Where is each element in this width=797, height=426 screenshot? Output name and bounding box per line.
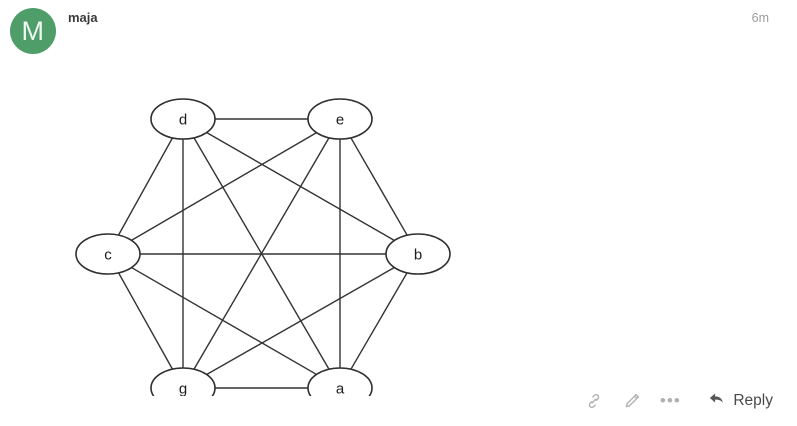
avatar[interactable]: M	[10, 8, 56, 54]
graph-node-label-a: a	[336, 381, 345, 397]
graph-node-layer: d e c b g a	[75, 98, 451, 397]
graph-node-a[interactable]: a	[307, 367, 373, 397]
more-button[interactable]: •••	[653, 386, 687, 416]
graph-node-shape-d	[150, 98, 216, 140]
graph-svg: d e c b g a	[75, 98, 451, 397]
graph-edge-layer	[117, 118, 408, 389]
graph-node-label-b: b	[414, 247, 422, 264]
graph-node-shape-b	[385, 233, 451, 275]
author-name[interactable]: maja	[68, 10, 98, 25]
graph-node-b[interactable]: b	[385, 233, 451, 275]
graph-edge-e-c	[131, 132, 317, 241]
reply-arrow-icon	[707, 390, 726, 412]
graph-node-label-g: g	[179, 381, 187, 397]
reply-label: Reply	[733, 392, 773, 409]
link-button[interactable]	[577, 386, 611, 416]
graph-node-shape-a	[307, 367, 373, 396]
graph-node-label-c: c	[104, 247, 112, 264]
reply-button[interactable]: Reply	[697, 388, 779, 414]
graph-node-d[interactable]: d	[150, 98, 216, 140]
pencil-icon	[623, 392, 641, 410]
graph-node-label-e: e	[336, 112, 344, 129]
graph-node-shape-e	[307, 98, 373, 140]
graph-edge-c-a	[131, 266, 317, 376]
graph-node-g[interactable]: g	[150, 367, 216, 397]
post-timestamp: 6m	[751, 11, 769, 25]
post-header: M maja 6m	[0, 0, 797, 54]
post-footer-actions: ••• Reply	[577, 384, 779, 418]
graph-node-e[interactable]: e	[307, 98, 373, 140]
graph-node-c[interactable]: c	[75, 233, 141, 275]
graph-node-shape-g	[150, 367, 216, 396]
more-icon: •••	[659, 391, 681, 410]
edit-button[interactable]	[615, 386, 649, 416]
link-icon	[585, 392, 603, 410]
post-body: d e c b g a	[0, 46, 797, 426]
graph-edge-e-b	[350, 137, 408, 236]
graph-node-label-d: d	[179, 112, 187, 129]
graph-edge-d-c	[117, 137, 174, 236]
graph-edge-c-g	[117, 272, 174, 370]
graph-edge-b-g	[206, 266, 395, 376]
graph-figure: d e c b g a	[0, 46, 520, 396]
graph-edge-b-a	[350, 272, 408, 370]
graph-node-shape-c	[75, 233, 141, 275]
